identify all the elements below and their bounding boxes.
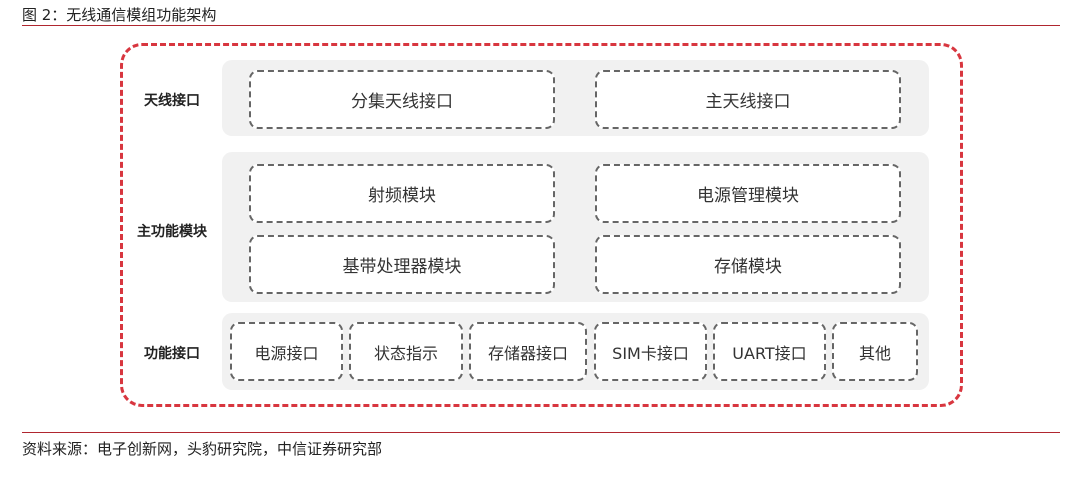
module-main-antenna: 主天线接口 [595,70,901,129]
module-power-management: 电源管理模块 [595,164,901,223]
row-label-main-modules: 主功能模块 [137,224,207,240]
module-storage: 存储模块 [595,235,901,294]
module-diversity-antenna: 分集天线接口 [249,70,555,129]
interface-other: 其他 [832,322,918,381]
bottom-divider [22,432,1060,433]
interface-power: 电源接口 [230,322,343,381]
source-note: 资料来源：电子创新网，头豹研究院，中信证券研究部 [22,440,383,458]
interface-memory: 存储器接口 [469,322,587,381]
row-label-antenna: 天线接口 [144,93,200,109]
module-baseband-processor: 基带处理器模块 [249,235,555,294]
interface-sim-card: SIM卡接口 [594,322,707,381]
module-rf: 射频模块 [249,164,555,223]
interface-uart: UART接口 [713,322,826,381]
interface-status-indicator: 状态指示 [349,322,463,381]
figure-title: 图 2：无线通信模组功能架构 [22,6,217,24]
row-label-function-interfaces: 功能接口 [144,346,200,362]
top-divider [22,25,1060,26]
